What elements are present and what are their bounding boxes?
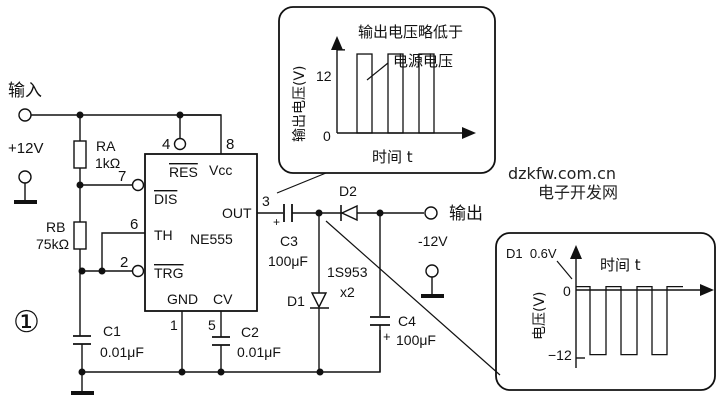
inset-bottom-chart	[570, 245, 714, 368]
x-axis-arrow	[700, 284, 714, 296]
inset-top-chart	[331, 36, 476, 139]
pulse	[418, 53, 435, 134]
c3-name: C3	[280, 233, 298, 249]
vcc-pin-label: Vcc	[209, 162, 232, 178]
c2-name: C2	[241, 324, 259, 340]
c3-polarity: +	[273, 215, 280, 229]
inset-top-frame	[278, 6, 496, 174]
trg-pin-label: TRG	[154, 265, 184, 281]
c1-value: 0.01μF	[100, 344, 144, 360]
wire-vcc	[180, 114, 222, 154]
ra-value: 1kΩ	[95, 155, 120, 171]
inset-bottom-annotation: D1 0.6V	[506, 246, 557, 261]
pin1-number: 1	[170, 317, 178, 333]
watermark-site: dzkfw.com.cn	[508, 164, 616, 183]
res-pin-label: RES	[169, 164, 198, 180]
th-pin-label: TH	[154, 227, 173, 243]
dis-pin-label: DIS	[154, 191, 177, 207]
pin7-number: 7	[118, 168, 126, 185]
d1-name: D1	[287, 293, 305, 309]
rb-name: RB	[46, 219, 65, 235]
inset-top-ylabel: 输出电压(V)	[292, 65, 308, 142]
input-label: 输入	[8, 81, 42, 101]
inset-top-annotation-2: 电源电压	[393, 52, 453, 70]
resistor-rb	[73, 221, 87, 250]
c4-polarity: +	[383, 329, 391, 344]
c3-value: 100μF	[268, 253, 308, 269]
gnd-pin-label: GND	[167, 291, 198, 307]
pulse	[387, 53, 404, 134]
pin2-bubble	[131, 264, 145, 278]
wire-th	[101, 232, 145, 271]
input-voltage-label: +12V	[8, 140, 43, 157]
pin5-number: 5	[208, 317, 216, 333]
c4-value: 100μF	[396, 332, 436, 348]
inset-bottom-ytick-neg12: −12	[548, 347, 572, 363]
pin8-number: 8	[226, 136, 234, 153]
inset-top-annotation-1: 输出电压略低于	[358, 23, 463, 41]
y-axis-arrow	[570, 245, 582, 259]
pin4-bubble	[173, 137, 187, 151]
output-ground-terminal[interactable]	[425, 264, 439, 278]
c1-name: C1	[103, 323, 121, 339]
diode-d1	[310, 292, 328, 309]
ground-terminal[interactable]	[18, 170, 32, 184]
y-axis-arrow	[331, 36, 343, 50]
inset-top-ytick-0: 0	[323, 128, 331, 144]
inset-top-ytick-12: 12	[316, 68, 332, 84]
x-axis-arrow	[462, 127, 476, 139]
ra-name: RA	[96, 138, 116, 154]
inset-top-xlabel: 时间 t	[372, 148, 413, 166]
ne555-ic	[144, 153, 258, 312]
diode-quantity: x2	[340, 284, 355, 300]
ic-name: NE555	[190, 231, 233, 247]
leader-line-top	[276, 172, 327, 194]
output-voltage-label: -12V	[418, 233, 448, 249]
diode-d2	[340, 204, 358, 222]
inset-d1-waveform: D1 0.6V 时间 t 电压(V) 0 −12	[495, 232, 716, 391]
c4-name: C4	[398, 313, 416, 329]
inset-bottom-ytick-0: 0	[563, 283, 571, 299]
pin4-number: 4	[162, 136, 170, 153]
inset-bottom-ylabel: 电压(V)	[532, 291, 548, 340]
annotation-arrow	[556, 260, 573, 280]
cv-pin-label: CV	[213, 291, 233, 307]
annotation-arrow	[366, 62, 389, 81]
diode-part-number: 1S953	[327, 264, 368, 280]
inset-output-waveform: 输出电压略低于 电源电压 输出电压(V) 12 0 时间 t	[278, 6, 496, 174]
watermark-name: 电子开发网	[538, 183, 618, 202]
pin7-bubble	[131, 178, 145, 192]
junction-dot	[316, 368, 324, 376]
inset-bottom-frame	[495, 232, 716, 391]
c2-value: 0.01μF	[237, 344, 281, 360]
resistor-ra	[73, 140, 87, 169]
d2-name: D2	[339, 183, 357, 199]
pulse	[356, 53, 373, 134]
leader-line-bottom	[325, 220, 501, 376]
pin2-number: 2	[120, 254, 128, 271]
out-pin-label: OUT	[222, 205, 252, 221]
rb-value: 75kΩ	[36, 236, 69, 252]
input-terminal[interactable]	[18, 108, 32, 122]
pin3-number: 3	[262, 193, 270, 209]
figure-number: ①	[13, 305, 40, 340]
output-terminal[interactable]	[424, 206, 438, 220]
pin6-number: 6	[130, 216, 138, 233]
inset-bottom-xlabel: 时间 t	[600, 256, 641, 274]
output-label: 输出	[449, 204, 483, 224]
square-wave	[576, 285, 683, 356]
